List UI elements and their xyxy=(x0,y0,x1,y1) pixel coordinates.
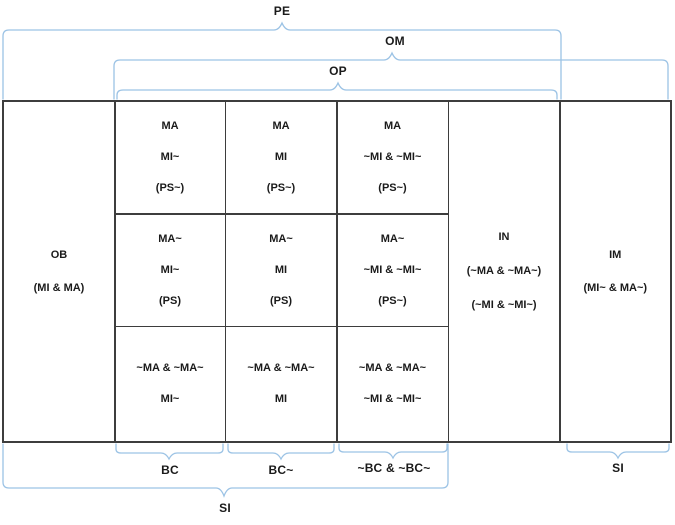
bc-brace xyxy=(115,443,224,461)
cell-line: (PS~) xyxy=(266,182,296,194)
cell-line: MA xyxy=(272,120,290,132)
cell-line: (MI~ & MA~) xyxy=(583,281,648,294)
cell-line: MI~ xyxy=(160,393,180,405)
not-bc-brace-label: ~BC & ~BC~ xyxy=(357,461,431,475)
cell-line: IM xyxy=(609,248,622,261)
cell-r3-c2: ~MA & ~MA~ MI~ xyxy=(115,327,225,441)
bc-tilde-brace-label: BC~ xyxy=(268,463,294,477)
cell-line: MI xyxy=(274,151,288,163)
pe-brace-label: PE xyxy=(273,4,291,18)
cell-line: (MI & MA) xyxy=(33,281,85,294)
cell-line: (~MA & ~MA~) xyxy=(466,265,542,277)
cell-line: (PS~) xyxy=(155,182,185,194)
si-right-brace xyxy=(566,443,670,460)
cell-line: (~MI & ~MI~) xyxy=(471,299,537,311)
cell-r3-c3: ~MA & ~MA~ MI xyxy=(226,327,336,441)
cell-line: MI~ xyxy=(160,263,180,276)
op-brace xyxy=(116,81,558,100)
cell-line: (PS~) xyxy=(378,182,407,194)
cell-r1-c3: MA MI (PS~) xyxy=(226,102,336,213)
cell-r2-c2: MA~ MI~ (PS) xyxy=(115,214,225,326)
cell-ob: OB (MI & MA) xyxy=(4,102,114,441)
bc-tilde-brace xyxy=(227,443,335,461)
cell-r3-c4: ~MA & ~MA~ ~MI & ~MI~ xyxy=(337,327,448,441)
om-brace-label: OM xyxy=(385,34,405,48)
cell-line: MI xyxy=(274,393,288,405)
cell-line: MI xyxy=(274,263,288,276)
cell-r1-c2: MA MI~ (PS~) xyxy=(115,102,225,213)
cell-line: MA xyxy=(383,120,402,132)
cell-line: ~MA & ~MA~ xyxy=(136,362,204,374)
pe-brace xyxy=(2,21,562,100)
si-bottom-brace-label: SI xyxy=(219,501,231,515)
cell-in: IN (~MA & ~MA~) (~MI & ~MI~) xyxy=(449,102,559,441)
cell-line: (PS) xyxy=(159,294,181,307)
op-brace-label: OP xyxy=(329,64,347,78)
cell-line: MA~ xyxy=(158,232,182,245)
cell-line: ~MI & ~MI~ xyxy=(363,151,422,163)
cell-r2-c4: MA~ ~MI & ~MI~ (PS~) xyxy=(337,214,448,326)
cell-line: (PS) xyxy=(270,294,292,307)
cell-line: IN xyxy=(498,231,510,243)
cell-r2-c3: MA~ MI (PS) xyxy=(226,214,336,326)
cell-line: (PS~) xyxy=(378,294,407,307)
not-bc-brace xyxy=(338,443,448,460)
cell-line: MA~ xyxy=(269,232,293,245)
cell-line: ~MA & ~MA~ xyxy=(247,362,315,374)
bc-brace-label: BC xyxy=(161,463,179,477)
cell-line: OB xyxy=(50,248,68,261)
cell-im: IM (MI~ & MA~) xyxy=(560,102,670,441)
cell-line: MA~ xyxy=(380,232,405,245)
deontic-table: OB (MI & MA) MA MI~ (PS~) MA MI (PS~) MA… xyxy=(2,100,672,443)
cell-line: ~MI & ~MI~ xyxy=(363,393,422,405)
om-brace xyxy=(113,51,669,100)
si-right-brace-label: SI xyxy=(612,461,624,475)
cell-line: MA xyxy=(161,120,179,132)
cell-line: MI~ xyxy=(160,151,180,163)
cell-r1-c4: MA ~MI & ~MI~ (PS~) xyxy=(337,102,448,213)
cell-line: ~MI & ~MI~ xyxy=(363,263,422,276)
cell-line: ~MA & ~MA~ xyxy=(358,362,427,374)
